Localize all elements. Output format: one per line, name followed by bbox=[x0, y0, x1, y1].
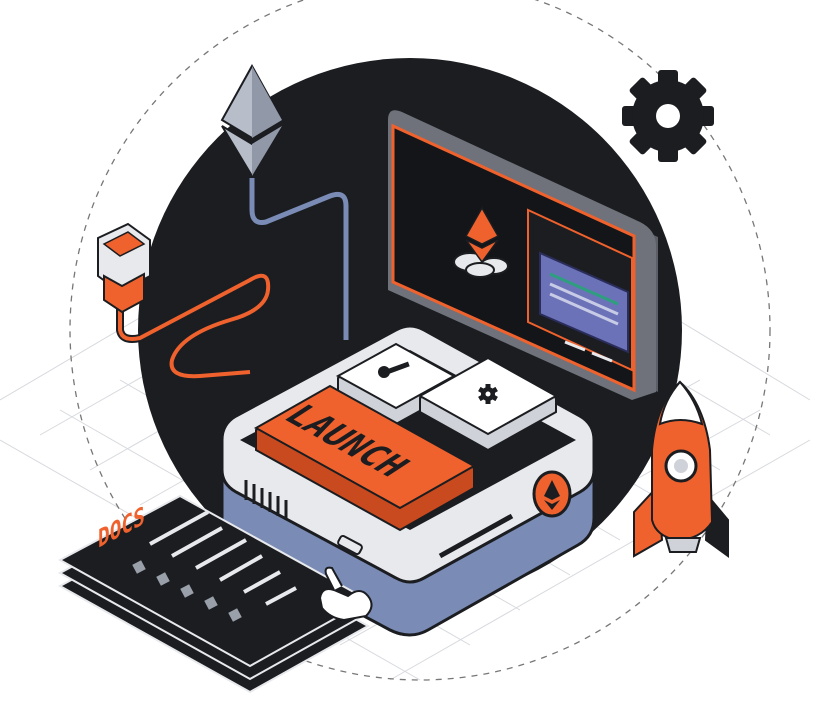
docs-lines bbox=[149, 510, 297, 606]
launch-button[interactable]: LAUNCH bbox=[253, 384, 477, 532]
docs-bullets bbox=[132, 560, 242, 622]
key-icon bbox=[378, 361, 410, 378]
orbit-ring bbox=[69, 0, 771, 681]
ethereum-cloud-icon bbox=[453, 206, 509, 278]
docs-stack[interactable]: DOCS bbox=[57, 494, 371, 694]
rocket-icon bbox=[633, 380, 729, 558]
monitor-panel bbox=[388, 110, 658, 400]
coin-icon bbox=[532, 470, 572, 518]
network-plug-icon bbox=[97, 222, 151, 314]
small-gear-icon bbox=[478, 384, 498, 404]
gear-icon bbox=[622, 70, 714, 162]
ethereum-icon bbox=[220, 63, 284, 178]
settings-button[interactable] bbox=[417, 356, 559, 452]
pointer-hand-icon bbox=[318, 566, 373, 622]
